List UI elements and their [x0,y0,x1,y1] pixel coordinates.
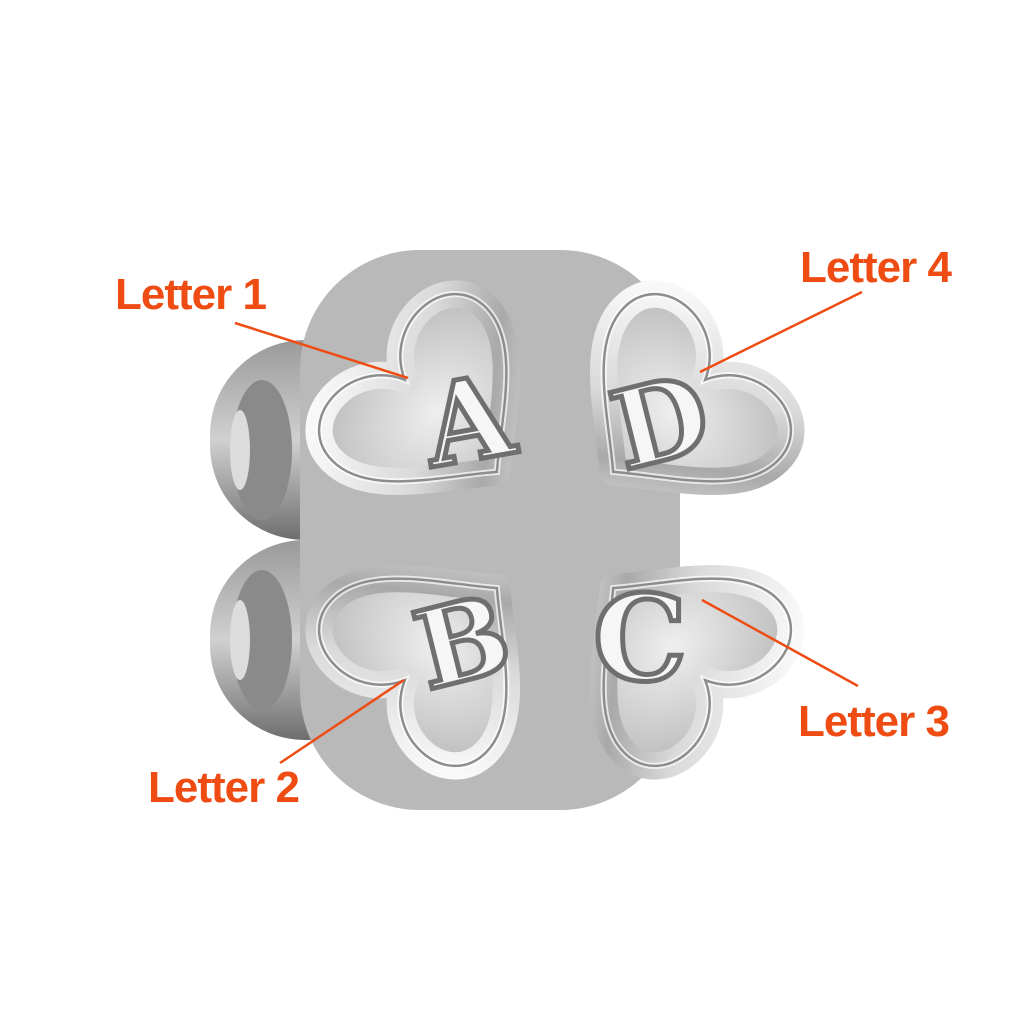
callout-letter-3: Letter 3 [798,697,950,746]
heart-top-right [305,565,520,780]
heart-bottom-right [305,280,520,495]
callout-line-letter-1 [234,321,409,380]
callout-letter-4: Letter 4 [800,243,952,292]
callout-letter-1: Letter 1 [115,270,267,319]
heart-bottom-left [590,280,805,495]
callout-line-letter-4 [699,290,863,374]
callout-line-letter-2 [279,678,405,765]
heart-top-left [590,565,805,780]
charm-letter-c: C [593,569,687,708]
callout-letter-2: Letter 2 [148,763,300,812]
callout-lines [234,290,863,765]
callout-line-letter-3 [701,598,859,688]
clover-hearts [305,280,805,780]
